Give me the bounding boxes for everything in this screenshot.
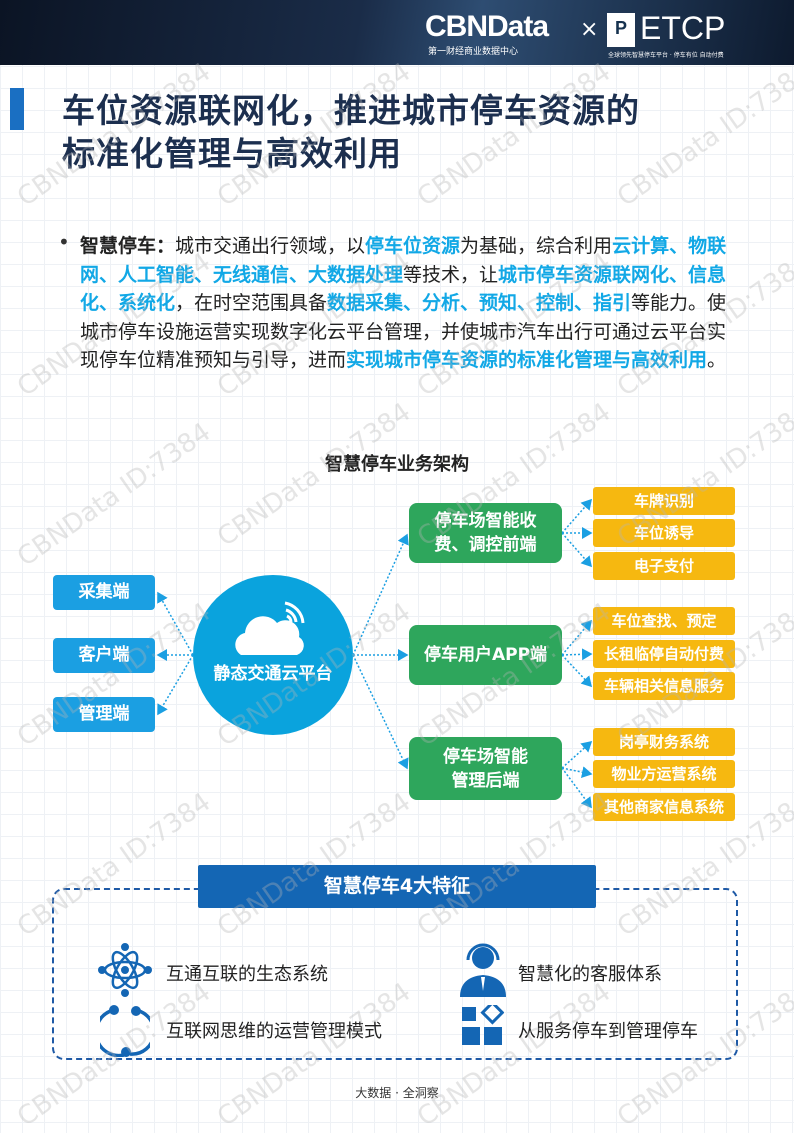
intro-paragraph: 智慧停车：城市交通出行领域，以停车位资源为基础，综合利用云计算、物联网、人工智能… [80,232,730,375]
management-end-box: 管理端 [53,697,155,732]
client-end-box: 客户端 [53,638,155,673]
etcp-logo: ETCP [640,10,726,46]
cloud-platform-label: 静态交通云平台 [213,664,333,684]
paragraph-segment: 城市交通出行领域，以 [175,235,366,257]
paragraph-segment: 停车位资源 [365,235,461,257]
paragraph-segment: 云计算、物联网、人工智能、无线通信、大数据处理 [80,235,727,286]
feature-box: 电子支付 [593,552,735,580]
footer-slogan: 大数据 · 全洞察 [355,1086,439,1100]
customer-service-icon [460,943,506,997]
collect-end-box: 采集端 [53,575,155,610]
cycle-icon [100,1005,150,1057]
paragraph-segment: 城市停车资源联网化、信息化、系统化 [80,263,727,315]
branch-front-end-box: 停车场智能收费、调控前端 [409,503,562,563]
branch-app-box: 停车用户APP端 [409,625,562,685]
cloud-wifi-icon [235,601,305,655]
page-title-line2: 标准化管理与高效利用 [62,134,402,173]
diagram-title: 智慧停车业务架构 [325,454,469,475]
feature-box: 车位查找、预定 [593,607,735,635]
feature-box: 车辆相关信息服务 [593,672,735,700]
page-title-line1: 车位资源联网化，推进城市停车资源的 [62,91,640,130]
times-sign: × [580,17,599,42]
etcp-logo-mark: P [607,13,635,47]
feature-service-to-management: 从服务停车到管理停车 [518,1021,698,1042]
title-accent-bar [10,88,24,130]
atom-network-icon [98,943,152,997]
bullet: • [58,230,70,254]
cloud-platform-circle: 静态交通云平台 [193,575,353,735]
feature-box: 长租临停自动付费 [593,640,735,668]
cbndata-logo: CBNData [425,10,549,43]
feature-ecosystem: 互通互联的生态系统 [166,964,328,985]
header-banner [0,0,794,65]
paragraph-segment: 。 [707,349,727,371]
paragraph-segment: 为基础，综合利用 [460,235,613,257]
branch-back-end-box: 停车场智能管理后端 [409,737,562,800]
paragraph-segment: 等技术，让 [403,263,499,286]
feature-internet-thinking: 互联网思维的运营管理模式 [166,1021,382,1042]
feature-box: 车位诱导 [593,519,735,547]
paragraph-segment: 等能力。使城市停车设施运营实现数字化云平台管理，并使城市汽车出行可通过云平台实现… [80,292,727,371]
feature-customer-service: 智慧化的客服体系 [518,964,662,985]
features-title: 智慧停车4大特征 [198,865,596,908]
feature-box: 物业方运营系统 [593,760,735,788]
feature-box: 其他商家信息系统 [593,793,735,821]
cbndata-subtitle: 第一财经商业数据中心 [428,47,519,57]
feature-box: 车牌识别 [593,487,735,515]
blocks-icon [462,1005,504,1045]
paragraph-segment: 数据采集、分析、预知、控制、指引 [327,292,632,314]
feature-box: 岗亭财务系统 [593,728,735,756]
paragraph-segment: 实现城市停车资源的标准化管理与高效利用 [346,349,708,371]
paragraph-segment: 智慧停车： [80,235,176,257]
etcp-subtitle: 全球领先智慧停车平台 · 停车有位 自动付费 [608,52,724,59]
paragraph-segment: ，在时空范围具备 [175,292,328,314]
